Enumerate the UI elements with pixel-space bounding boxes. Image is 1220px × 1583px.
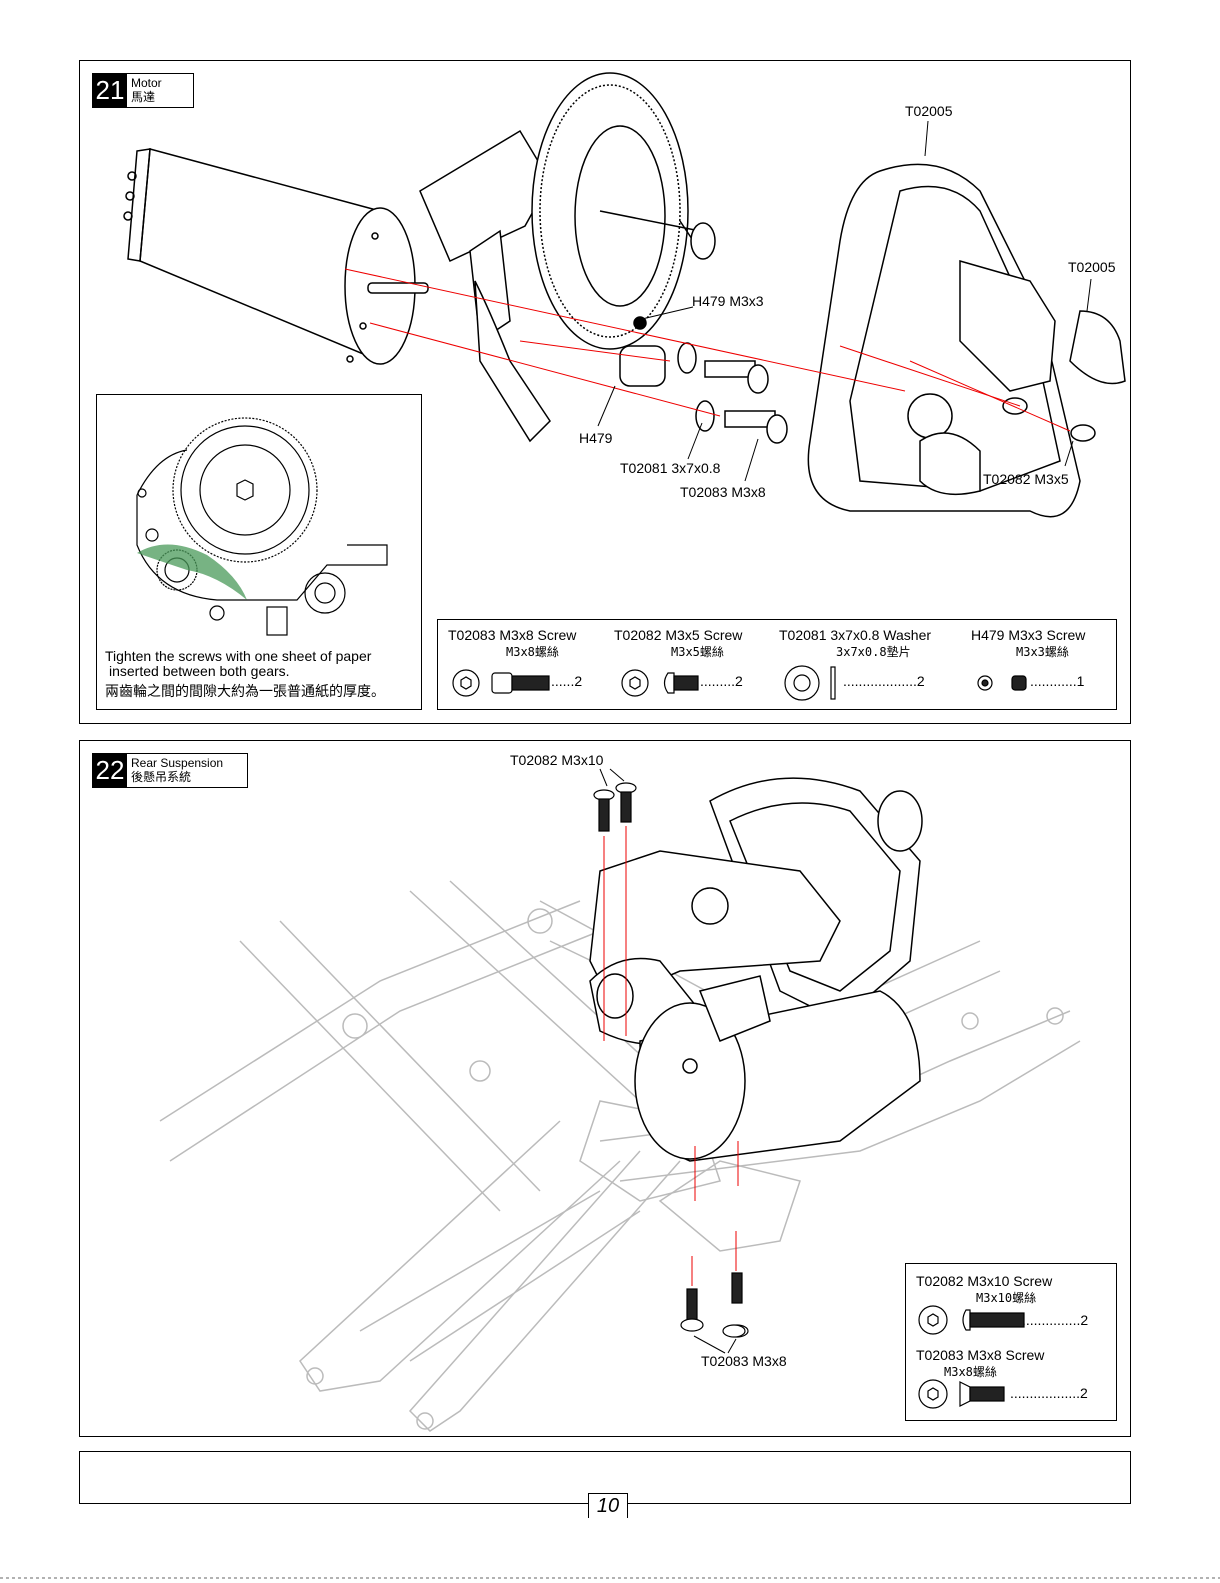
- motor-exploded-illustration: [123, 72, 1126, 518]
- note-en-line2: inserted between both gears.: [109, 663, 290, 679]
- gear-mesh-note: Tighten the screws with one sheet of pap…: [105, 649, 385, 699]
- legend-item-qty: ......2: [551, 673, 583, 689]
- legend-item-label: T02083 M3x8 Screw: [916, 1347, 1045, 1363]
- legend-item-cn: M3x3螺絲: [1016, 645, 1069, 659]
- step-22-header: 22 Rear Suspension 後懸吊系統: [92, 753, 248, 788]
- step-title-cn: 馬達: [131, 90, 156, 104]
- step-22-parts-legend: T02082 M3x10 Screw M3x10螺絲 .............…: [905, 1263, 1117, 1421]
- legend-item-cn: M3x5螺絲: [671, 645, 724, 659]
- callout-cap: T02005: [1068, 259, 1116, 275]
- legend-part-icons: [918, 1305, 1025, 1409]
- callout-bottom-screws: T02083 M3x8: [701, 1353, 787, 1369]
- page-number: 10: [588, 1493, 628, 1518]
- rear-suspension-illustration: [159, 768, 1081, 1432]
- legend-item-cn: M3x10螺絲: [976, 1291, 1037, 1305]
- legend-item-label: H479 M3x3 Screw: [971, 627, 1086, 643]
- bottom-dotted-rule: [0, 1577, 1220, 1579]
- note-en-line1: Tighten the screws with one sheet of pap…: [105, 648, 372, 664]
- legend-item-qty: ...................2: [843, 673, 925, 689]
- step-number: 22: [93, 754, 127, 787]
- step-21-panel: 21 Motor 馬達: [79, 60, 1131, 724]
- callout-screw-m3x8: T02083 M3x8: [680, 484, 766, 500]
- gear-mesh-illustration: [136, 417, 388, 636]
- step-21-parts-legend: T02083 M3x8 Screw M3x8螺絲 ......2 T02082 …: [437, 619, 1117, 710]
- legend-item-label: T02083 M3x8 Screw: [448, 627, 577, 643]
- gear-mesh-inset: Tighten the screws with one sheet of pap…: [96, 394, 422, 710]
- legend-item-cn: M3x8螺絲: [506, 645, 559, 659]
- step-title-en: Motor: [131, 76, 162, 90]
- step-21-header: 21 Motor 馬達: [92, 73, 194, 108]
- legend-item-qty: ..................2: [1010, 1385, 1088, 1401]
- step-title-en: Rear Suspension: [131, 756, 224, 770]
- legend-item-qty: ............1: [1030, 673, 1085, 689]
- callout-screw-m3x5: T02082 M3x5: [983, 471, 1069, 487]
- callout-top-screws: T02082 M3x10: [510, 752, 604, 768]
- legend-item-qty: ...............2: [1022, 1312, 1089, 1328]
- callout-set-screw: H479 M3x3: [692, 293, 764, 309]
- step-22-panel: 22 Rear Suspension 後懸吊系統: [79, 740, 1131, 1437]
- legend-item-cn: M3x8螺絲: [944, 1365, 997, 1379]
- callout-washer: T02081 3x7x0.8: [620, 460, 721, 476]
- legend-item-label: T02082 M3x10 Screw: [916, 1273, 1053, 1289]
- step-title-cn: 後懸吊系統: [131, 770, 192, 784]
- step-number: 21: [93, 74, 127, 107]
- callout-cover-top: T02005: [905, 103, 953, 119]
- note-cn: 兩齒輪之間的間隙大約為一張普通紙的厚度。: [105, 683, 385, 699]
- callout-pinion: H479: [579, 430, 613, 446]
- legend-item-label: T02081 3x7x0.8 Washer: [779, 627, 932, 643]
- legend-item-label: T02082 M3x5 Screw: [614, 627, 743, 643]
- legend-part-icons: [452, 665, 1027, 701]
- legend-item-cn: 3x7x0.8墊片: [836, 645, 911, 659]
- legend-item-qty: .........2: [700, 673, 743, 689]
